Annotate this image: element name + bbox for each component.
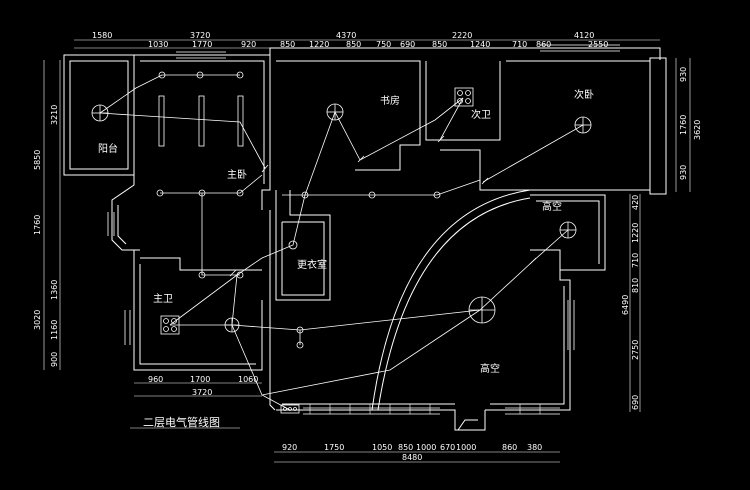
balcony-walls bbox=[63, 54, 135, 176]
dim-top-inner: 920 bbox=[241, 40, 256, 49]
dim-right-inner: 420 bbox=[631, 195, 640, 210]
room-label-high-void-small: 高空 bbox=[542, 200, 562, 213]
dim-left-inner: 900 bbox=[50, 352, 59, 367]
dim-bottom-inner: 1000 bbox=[416, 443, 436, 452]
dim-left-inner: 3210 bbox=[50, 105, 59, 125]
dim-right-inner: 810 bbox=[631, 278, 640, 293]
ceiling-light-icon bbox=[326, 103, 344, 121]
dim-right-inner: 1760 bbox=[679, 115, 688, 135]
dim-bottom-inner: 1050 bbox=[372, 443, 392, 452]
fluorescent-light-icon bbox=[158, 95, 165, 147]
dim-bottom-inner: 860 bbox=[502, 443, 517, 452]
drawing-title: 二层电气管线图 bbox=[143, 415, 220, 429]
dim-right-outer: 6490 bbox=[621, 295, 630, 315]
fluorescent-light-icon bbox=[198, 95, 205, 147]
dim-top-inner: 690 bbox=[400, 40, 415, 49]
dim-right-inner: 1220 bbox=[631, 223, 640, 243]
dim-top-outer: 4370 bbox=[336, 31, 356, 40]
exhaust-fan-icon bbox=[454, 87, 474, 107]
fluorescent-light-icon bbox=[237, 95, 244, 147]
void-curve bbox=[371, 189, 531, 411]
dimension-lines bbox=[43, 39, 691, 463]
dim-right-inner: 930 bbox=[679, 165, 688, 180]
switch-icon bbox=[229, 135, 537, 277]
dim-bottom-left: 960 bbox=[148, 375, 163, 384]
room-label-second-bedroom: 次卧 bbox=[574, 88, 594, 101]
dim-right-inner: 690 bbox=[631, 395, 640, 410]
room-label-master-bath: 主卫 bbox=[153, 293, 173, 305]
dim-bottom-inner: 670 bbox=[440, 443, 455, 452]
dim-top-outer: 3720 bbox=[190, 31, 210, 40]
dim-left-inner: 1360 bbox=[50, 280, 59, 300]
dimension-texts: 1580 3720 4370 2220 4120 1030 1770 920 8… bbox=[33, 31, 702, 462]
dim-left-inner: 1160 bbox=[50, 320, 59, 340]
dim-top-inner: 710 bbox=[512, 40, 527, 49]
dim-left-outer: 5850 bbox=[33, 150, 42, 170]
chandelier-icon bbox=[468, 296, 496, 324]
dim-left-outer: 1760 bbox=[33, 215, 42, 235]
dim-bottom-left-total: 3720 bbox=[192, 388, 212, 397]
dim-right-inner: 2750 bbox=[631, 340, 640, 360]
dim-top-inner: 850 bbox=[346, 40, 361, 49]
dim-top-inner: 1240 bbox=[470, 40, 490, 49]
dim-left-outer: 3020 bbox=[33, 310, 42, 330]
dim-right-inner: 710 bbox=[631, 253, 640, 268]
dim-top-inner: 1770 bbox=[192, 40, 212, 49]
dim-top-inner: 850 bbox=[280, 40, 295, 49]
ceiling-light-icon bbox=[559, 221, 577, 239]
walls bbox=[63, 44, 667, 431]
distribution-box-icon bbox=[280, 404, 300, 414]
room-label-second-bath: 次卫 bbox=[471, 108, 491, 121]
ceiling-light-icon bbox=[574, 116, 592, 134]
second-bedroom-bay bbox=[649, 57, 667, 195]
dim-bottom-inner: 1750 bbox=[324, 443, 344, 452]
room-label-closet: 更衣室 bbox=[297, 258, 327, 271]
dim-top-inner: 1030 bbox=[148, 40, 168, 49]
ceiling-light-icon bbox=[91, 104, 109, 122]
dim-right-inner: 930 bbox=[679, 67, 688, 82]
dim-bottom-inner: 1000 bbox=[456, 443, 476, 452]
dim-top-inner: 750 bbox=[376, 40, 391, 49]
dim-bottom-left: 1060 bbox=[238, 375, 258, 384]
conduit-lines bbox=[99, 74, 584, 411]
dim-top-inner: 850 bbox=[432, 40, 447, 49]
dim-top-outer: 2220 bbox=[452, 31, 472, 40]
room-labels: 阳台 主卧 书房 次卫 次卧 高空 更衣室 主卫 高空 bbox=[98, 88, 594, 375]
dim-right-outer: 3620 bbox=[693, 120, 702, 140]
dim-bottom-inner: 920 bbox=[282, 443, 297, 452]
room-label-master-bedroom: 主卧 bbox=[227, 168, 247, 181]
dim-top-inner: 2550 bbox=[588, 40, 608, 49]
dim-top-inner: 1220 bbox=[309, 40, 329, 49]
room-label-study: 书房 bbox=[380, 94, 400, 107]
ceiling-light-icon bbox=[224, 317, 240, 333]
dim-bottom-inner: 380 bbox=[527, 443, 542, 452]
dim-bottom-left: 1700 bbox=[190, 375, 210, 384]
exhaust-fan-icon bbox=[160, 315, 180, 335]
dim-top-outer: 1580 bbox=[92, 31, 112, 40]
room-label-balcony: 阳台 bbox=[98, 142, 118, 155]
dim-top-inner: 860 bbox=[536, 40, 551, 49]
dim-bottom-inner: 850 bbox=[398, 443, 413, 452]
room-label-high-void-large: 高空 bbox=[480, 362, 500, 375]
downlight-icon bbox=[156, 71, 441, 349]
dim-bottom-total: 8480 bbox=[402, 453, 422, 462]
dim-top-outer: 4120 bbox=[574, 31, 594, 40]
light-fixtures bbox=[91, 71, 592, 414]
